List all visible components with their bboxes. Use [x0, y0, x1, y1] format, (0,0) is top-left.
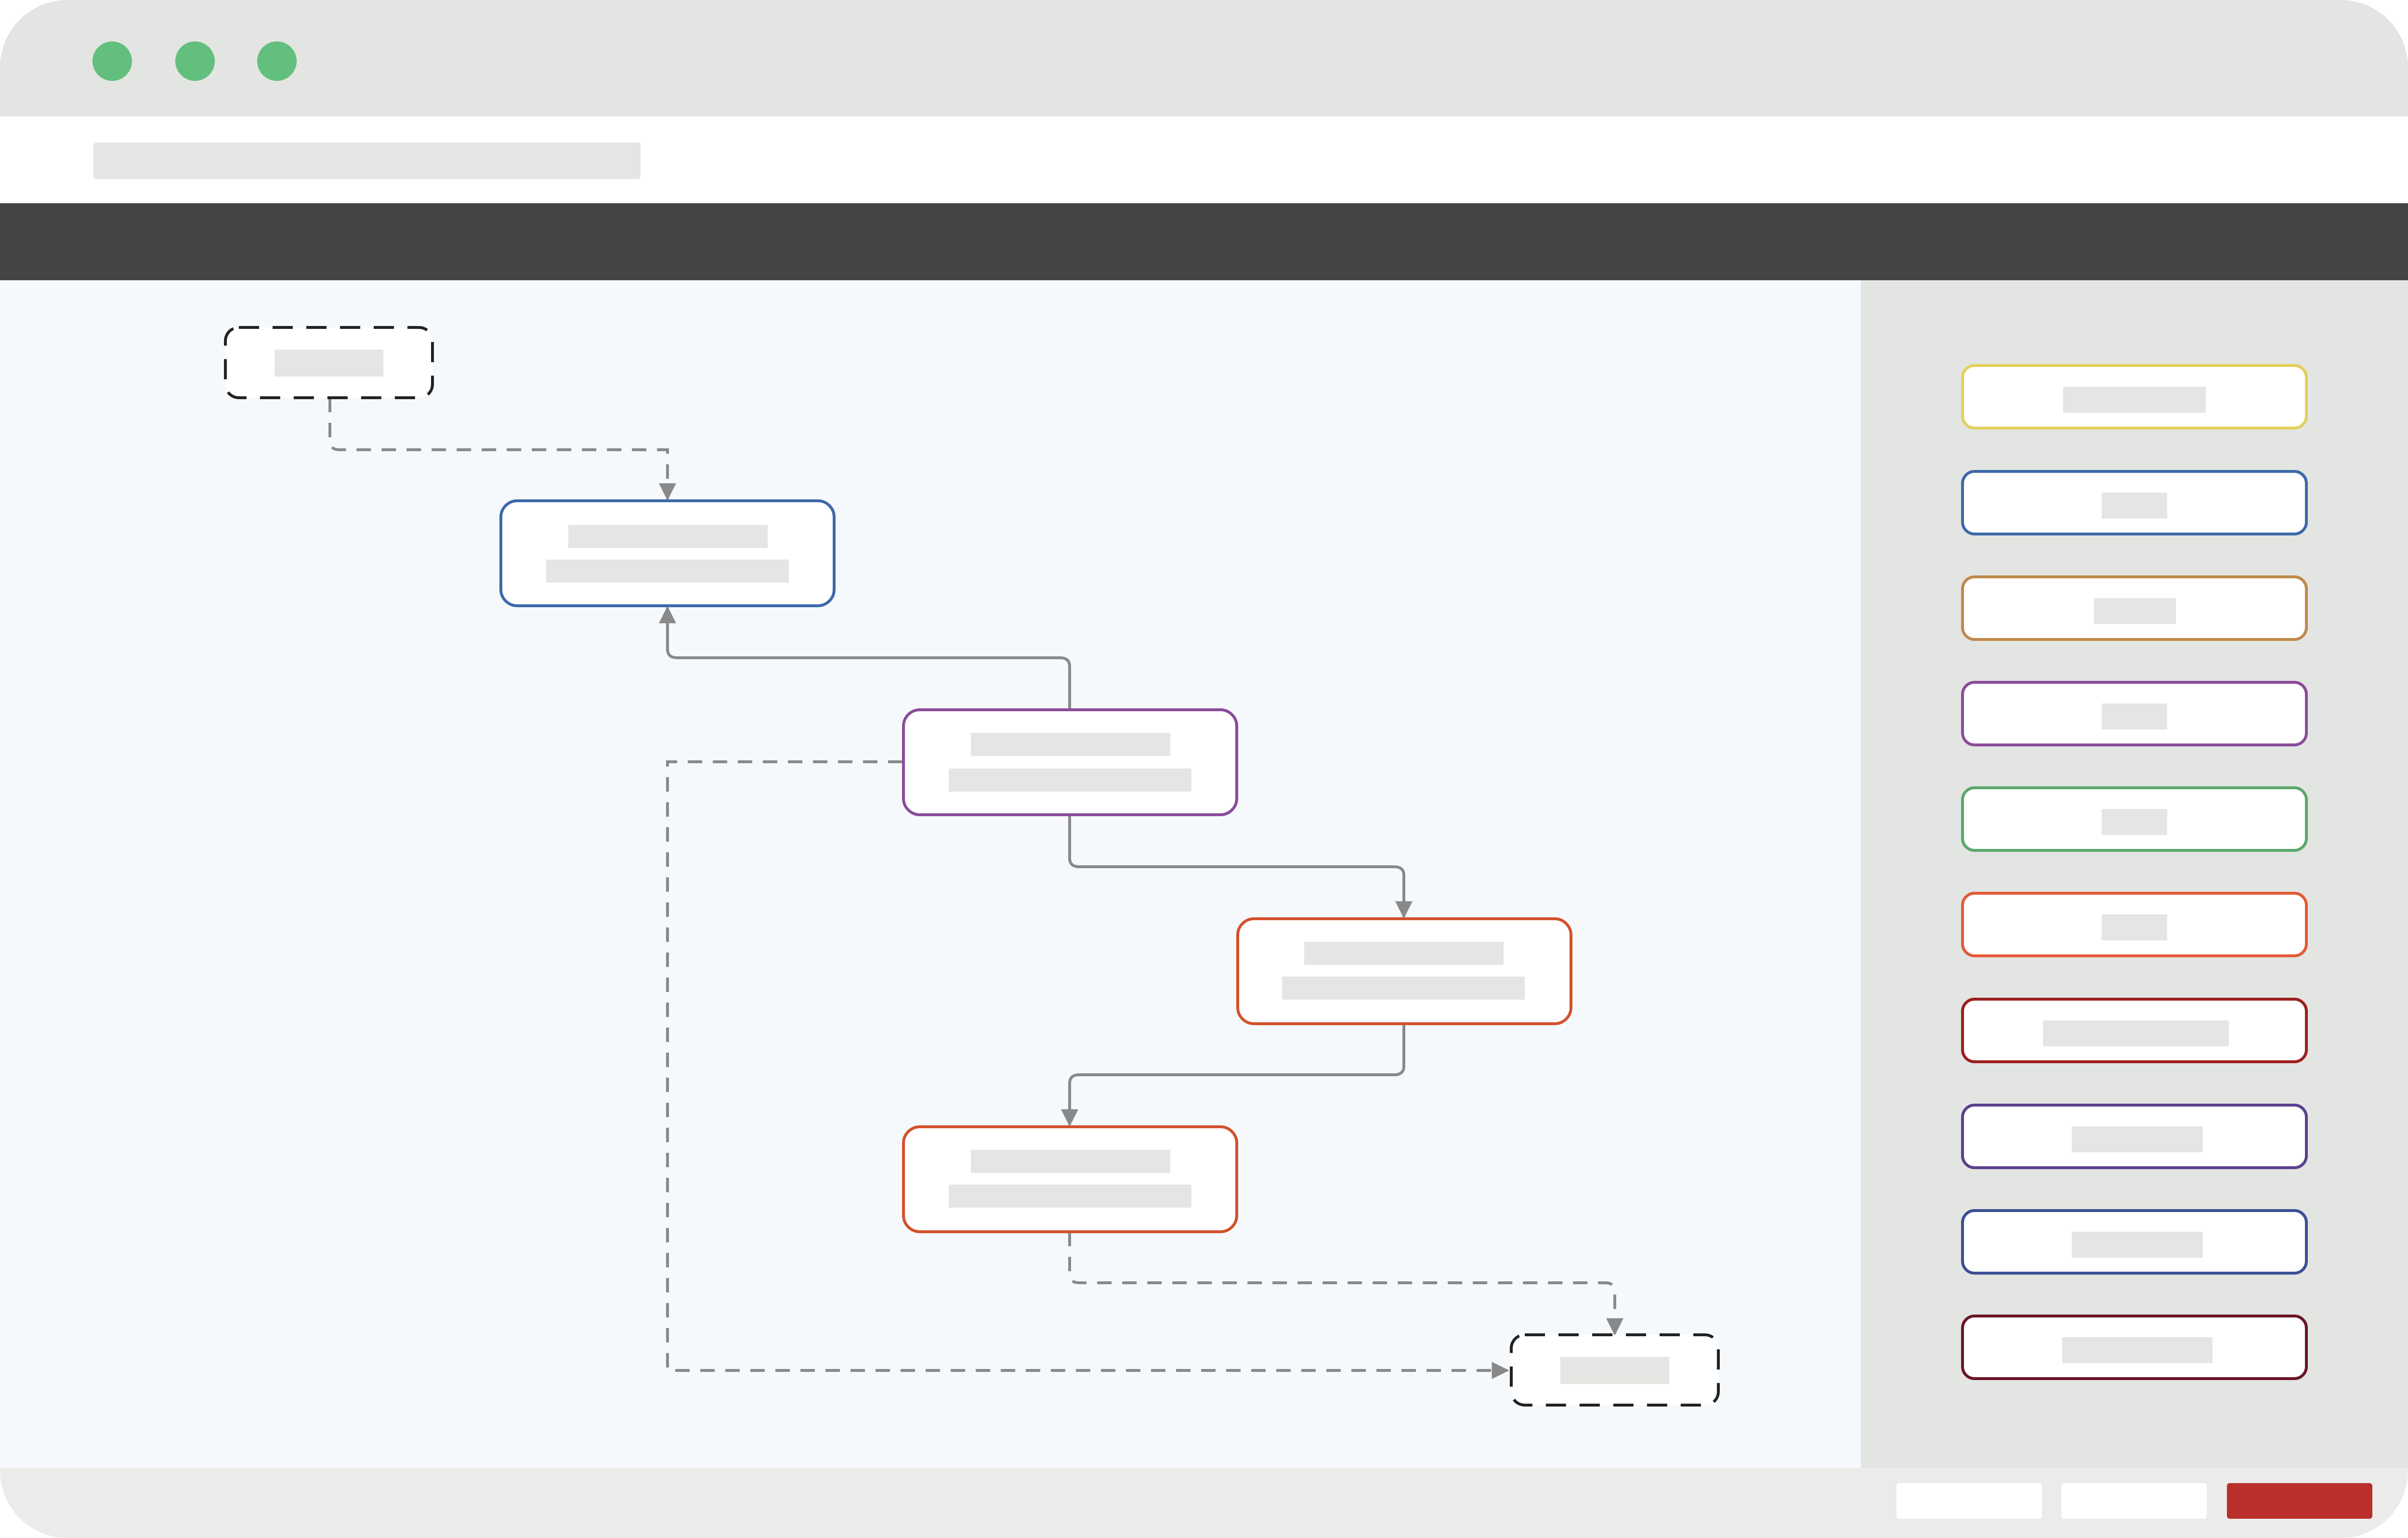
node-label	[568, 525, 768, 548]
palette-item-label	[2102, 809, 2167, 835]
node-label	[1304, 942, 1504, 965]
palette-item-3[interactable]	[1961, 575, 2308, 641]
workflow-node-step-3[interactable]	[1236, 917, 1572, 1025]
node-label	[949, 769, 1191, 792]
palette-item-label	[2062, 1337, 2212, 1363]
palette-item-1[interactable]	[1961, 364, 2308, 430]
node-label	[971, 733, 1170, 756]
address-bar	[0, 117, 2408, 203]
node-label	[971, 1150, 1170, 1173]
palette-item-9[interactable]	[1961, 1209, 2308, 1275]
workflow-node-step-2[interactable]	[902, 708, 1238, 816]
maximize-window-button[interactable]	[257, 41, 297, 81]
workflow-node-start[interactable]	[224, 326, 434, 399]
node-label	[1282, 977, 1525, 1000]
palette-item-label	[2102, 493, 2167, 519]
palette-item-label	[2043, 1020, 2229, 1046]
node-label	[1560, 1357, 1669, 1384]
edge-step-2-to-step-3	[1068, 816, 1413, 919]
minimize-window-button[interactable]	[175, 41, 215, 81]
workflow-node-step-1[interactable]	[499, 499, 836, 607]
palette-item-label	[2102, 704, 2167, 730]
palette-item-7[interactable]	[1961, 998, 2308, 1063]
palette-item-label	[2072, 1126, 2203, 1152]
palette-item-6[interactable]	[1961, 892, 2308, 957]
close-window-button[interactable]	[92, 41, 132, 81]
address-input[interactable]	[93, 143, 641, 179]
palette-item-label	[2072, 1232, 2203, 1258]
palette-item-4[interactable]	[1961, 681, 2308, 746]
footer-bar	[0, 1468, 2408, 1538]
edge-step-2-to-step-1	[659, 606, 1071, 710]
workflow-canvas[interactable]	[17, 280, 1861, 1468]
workflow-node-end[interactable]	[1510, 1333, 1720, 1407]
palette-item-label	[2063, 387, 2206, 413]
palette-item-2[interactable]	[1961, 470, 2308, 535]
edge-start-to-step-1	[328, 398, 676, 501]
footer-secondary-button-2[interactable]	[2061, 1483, 2207, 1519]
footer-secondary-button-1[interactable]	[1897, 1483, 2042, 1519]
node-palette-panel	[1861, 280, 2408, 1468]
palette-item-5[interactable]	[1961, 786, 2308, 852]
palette-item-label	[2102, 914, 2167, 940]
footer-primary-button[interactable]	[2227, 1483, 2372, 1519]
edge-step-4-to-end	[1068, 1232, 1623, 1336]
palette-item-label	[2094, 598, 2176, 624]
node-label	[949, 1185, 1191, 1208]
palette-item-10[interactable]	[1961, 1315, 2308, 1380]
node-label	[275, 350, 383, 377]
edge-step-3-to-step-4	[1061, 1024, 1405, 1127]
node-label	[546, 560, 789, 583]
title-bar	[0, 0, 2408, 117]
edge-step-2-to-end	[666, 760, 1509, 1379]
toolbar	[0, 203, 2408, 280]
workflow-node-step-4[interactable]	[902, 1125, 1238, 1233]
palette-item-8[interactable]	[1961, 1104, 2308, 1169]
